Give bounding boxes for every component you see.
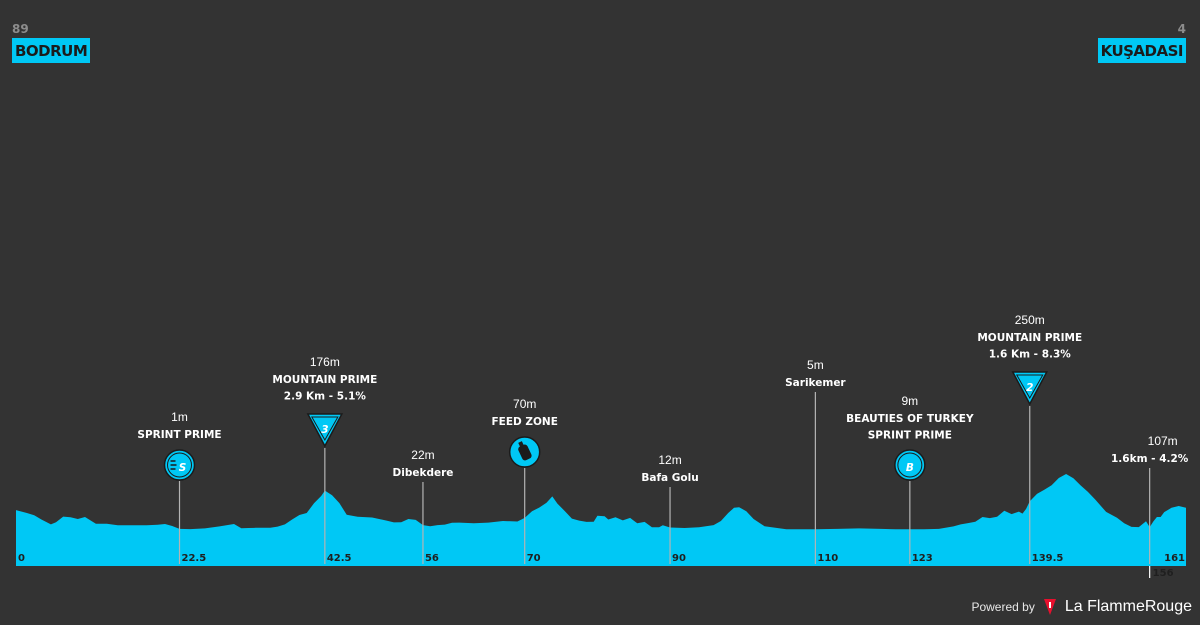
- kom-triangle-inner: [1015, 374, 1044, 400]
- poi-label: MOUNTAIN PRIME: [977, 332, 1082, 344]
- sprint-icon: [163, 449, 196, 481]
- poi-label: FEED ZONE: [492, 416, 558, 428]
- elevation-profile-area: [16, 474, 1186, 566]
- km-tick-label: 22.5: [182, 553, 207, 564]
- kom-triangle-icon: [306, 413, 344, 448]
- extra-tick-label: 156: [1153, 568, 1174, 579]
- poi-altitude: 70m: [513, 397, 536, 411]
- start-town: BODRUM: [12, 38, 91, 63]
- poi-label: 2.9 Km - 5.1%: [284, 391, 367, 403]
- brand-name: La FlammeRouge: [1064, 598, 1192, 615]
- km-tick-label: 110: [817, 553, 838, 564]
- poi-label: Dibekdere: [393, 467, 454, 479]
- icon-ring: [897, 452, 923, 478]
- start-info: 89 BODRUM: [12, 22, 91, 63]
- km-tick-label: 161: [1164, 553, 1185, 564]
- poi-label: 1.6km - 4.2%: [1111, 453, 1189, 465]
- start-altitude: 89: [12, 22, 29, 36]
- poi-label: SPRINT PRIME: [137, 429, 221, 441]
- bottle-body: [518, 444, 532, 461]
- icon-letter: B: [906, 462, 914, 474]
- km-tick-label: 0: [18, 553, 25, 564]
- poi-altitude: 107m: [1148, 434, 1178, 448]
- km-tick-label: 42.5: [327, 553, 352, 564]
- poi-altitude: 9m: [902, 394, 919, 408]
- finish-altitude: 4: [1177, 22, 1186, 36]
- kom-category-label: 3: [321, 424, 328, 436]
- km-tick-label: 56: [425, 553, 439, 564]
- flame-logo-icon: [1043, 599, 1056, 615]
- poi-altitude: 176m: [310, 355, 340, 369]
- bonus-sprint-icon: [894, 449, 926, 481]
- poi-label: BEAUTIES OF TURKEY: [846, 413, 974, 425]
- km-tick-label: 70: [527, 553, 541, 564]
- poi-label: Bafa Golu: [641, 472, 698, 484]
- poi-altitude: 12m: [658, 453, 681, 467]
- poi-label: Sarikemer: [785, 377, 846, 389]
- poi-altitude: 5m: [807, 358, 824, 372]
- km-tick-label: 90: [672, 553, 686, 564]
- bottle-cap: [518, 441, 524, 448]
- kom-category-label: 2: [1026, 382, 1033, 394]
- powered-by-label: Powered by: [971, 600, 1035, 614]
- kom-triangle-icon: [1011, 371, 1049, 406]
- poi-label: 1.6 Km - 8.3%: [989, 349, 1072, 361]
- finish-town: KUŞADASI: [1097, 38, 1186, 63]
- km-tick-label: 139.5: [1032, 553, 1064, 564]
- poi-label: MOUNTAIN PRIME: [272, 374, 377, 386]
- km-tick-label: 123: [912, 553, 933, 564]
- poi-altitude: 1m: [171, 410, 188, 424]
- poi-altitude: 22m: [411, 448, 434, 462]
- icon-ring: [167, 452, 193, 478]
- poi-altitude: 250m: [1015, 313, 1045, 327]
- poi-label: SPRINT PRIME: [868, 430, 952, 442]
- powered-by: Powered by La FlammeRouge: [971, 598, 1192, 616]
- kom-triangle-inner: [310, 416, 339, 442]
- finish-info: 4 KUŞADASI: [1097, 22, 1186, 63]
- icon-letter: S: [179, 462, 187, 474]
